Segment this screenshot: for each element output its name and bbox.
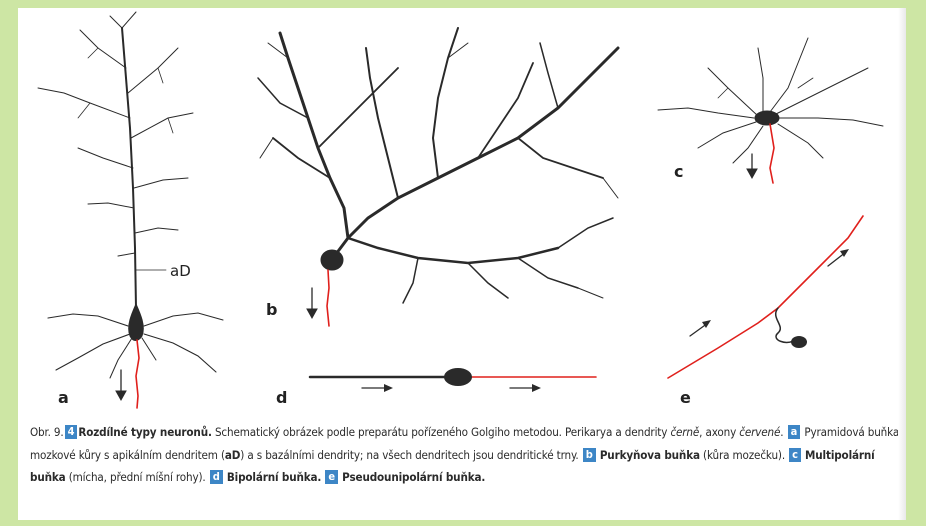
caption-box-e: e: [325, 470, 338, 484]
caption-box-b: b: [583, 448, 596, 462]
caption-text-c: (mícha, přední míšní rohy).: [66, 470, 209, 484]
label-e: e: [680, 388, 691, 407]
label-b: b: [266, 300, 277, 319]
caption-box-d: d: [210, 470, 223, 484]
caption-cervene: červené: [739, 425, 780, 439]
label-a: a: [58, 388, 69, 407]
caption-aD: aD: [225, 448, 240, 462]
caption-title: Rozdílné typy neuronů.: [78, 425, 211, 439]
caption-text-2: , axony: [699, 425, 739, 439]
caption-text-1: Schematický obrázek podle preparátu poří…: [212, 425, 671, 439]
caption-box-c: c: [789, 448, 801, 462]
label-c: c: [674, 162, 683, 181]
caption-prefix: Obr. 9.: [30, 425, 64, 439]
bipolar-neuron: [310, 368, 596, 392]
caption-purkyne: Purkyňova buňka: [600, 448, 700, 462]
caption-text-a2: ) a s bazálními dendrity; na všech dendr…: [240, 448, 581, 462]
caption-box-a: a: [788, 425, 801, 439]
caption-text-b: (kůra mozečku).: [700, 448, 788, 462]
caption-bipolar: Bipolární buňka.: [227, 470, 321, 484]
label-apical-dendrite: aD: [170, 262, 191, 280]
page-edge: [898, 8, 906, 520]
purkinje-neuron: [258, 28, 618, 326]
pyramidal-neuron: [38, 12, 223, 408]
caption-pseudounipolar: Pseudounipolární buňka.: [342, 470, 485, 484]
neuron-illustration: [18, 8, 906, 418]
caption-text-3: .: [780, 425, 786, 439]
multipolar-neuron: [658, 38, 883, 183]
pseudounipolar-neuron: [668, 216, 863, 378]
label-d: d: [276, 388, 287, 407]
caption-cerne: černě: [670, 425, 699, 439]
caption-fig-number: 4: [65, 425, 78, 439]
